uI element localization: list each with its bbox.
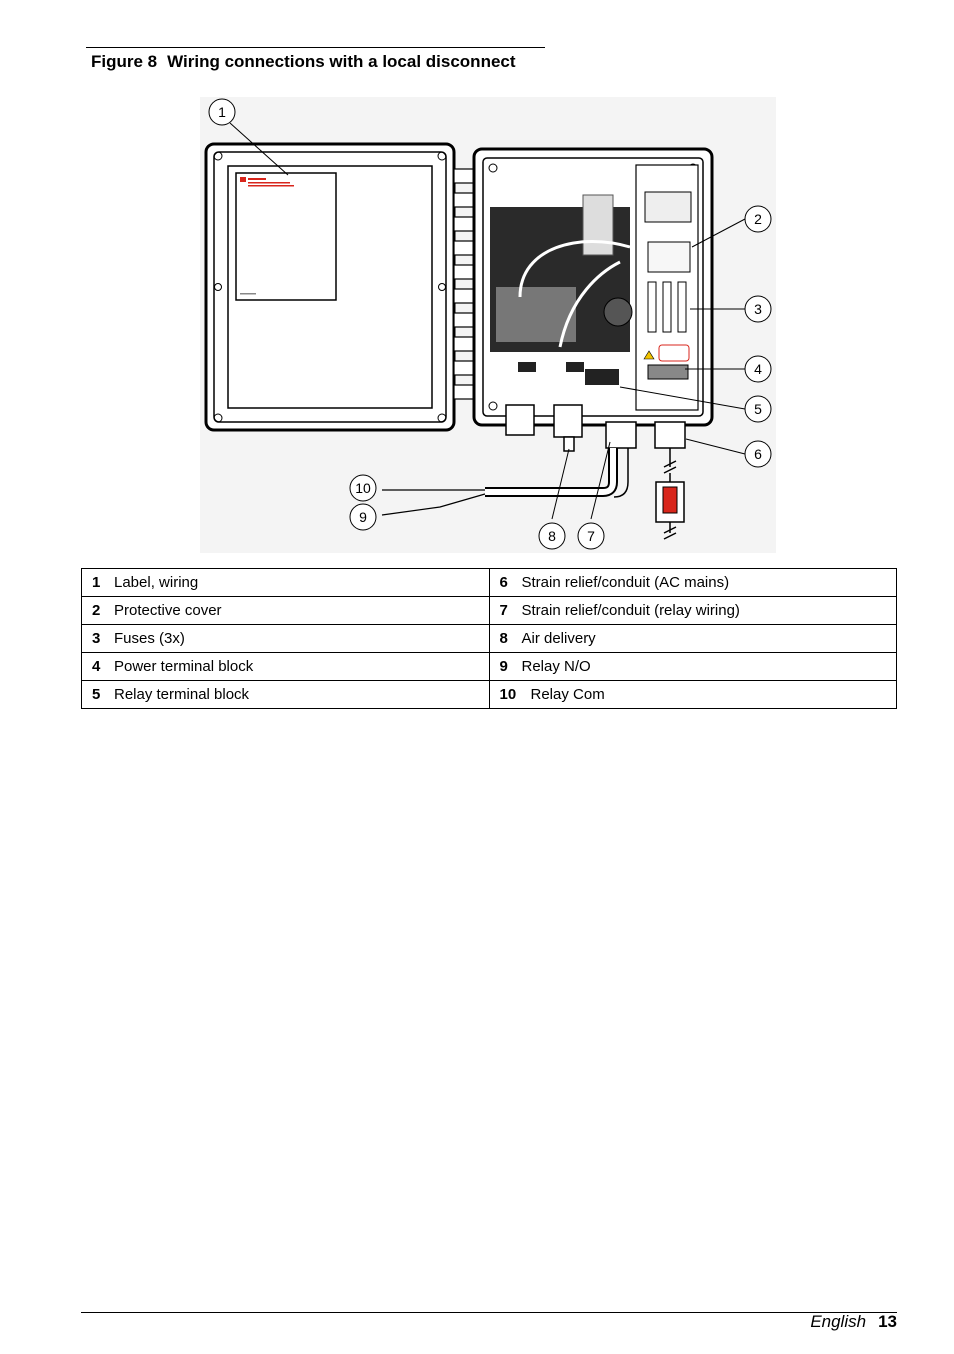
title-rule <box>86 47 545 48</box>
callout-2: 2 <box>744 205 772 233</box>
callout-4: 4 <box>744 355 772 383</box>
hinges <box>453 168 475 400</box>
svg-text:10: 10 <box>355 480 371 496</box>
wiring-illustration: 1 2 3 4 5 6 7 8 9 10 <box>200 97 776 553</box>
page-footer: English 13 <box>810 1312 897 1332</box>
callout-3: 3 <box>744 295 772 323</box>
enclosure-door <box>204 142 456 432</box>
svg-text:3: 3 <box>754 301 762 317</box>
local-disconnect-switch <box>655 481 685 523</box>
callout-5: 5 <box>744 395 772 423</box>
callout-6: 6 <box>744 440 772 468</box>
svg-text:7: 7 <box>587 528 595 544</box>
svg-text:9: 9 <box>359 509 367 525</box>
footer-rule <box>81 1312 897 1313</box>
leader-lines <box>229 122 746 520</box>
svg-text:6: 6 <box>754 446 762 462</box>
svg-text:8: 8 <box>548 528 556 544</box>
enclosure-body <box>472 147 714 427</box>
svg-text:4: 4 <box>754 361 762 377</box>
figure-number: Figure 8 <box>91 52 158 71</box>
svg-text:2: 2 <box>754 211 762 227</box>
svg-text:1: 1 <box>218 104 226 120</box>
page-number: 13 <box>878 1312 897 1331</box>
callout-7: 7 <box>577 522 605 550</box>
callout-1: 1 <box>208 98 236 126</box>
wiring <box>381 448 677 540</box>
bottom-fittings <box>505 404 686 452</box>
callout-9: 9 <box>349 503 377 531</box>
figure-title: Figure 8 Wiring connections with a local … <box>91 52 516 72</box>
callout-8: 8 <box>538 522 566 550</box>
svg-text:5: 5 <box>754 401 762 417</box>
footer-language: English <box>810 1312 867 1331</box>
figure-caption: Wiring connections with a local disconne… <box>167 52 516 71</box>
callout-10: 10 <box>349 474 377 502</box>
